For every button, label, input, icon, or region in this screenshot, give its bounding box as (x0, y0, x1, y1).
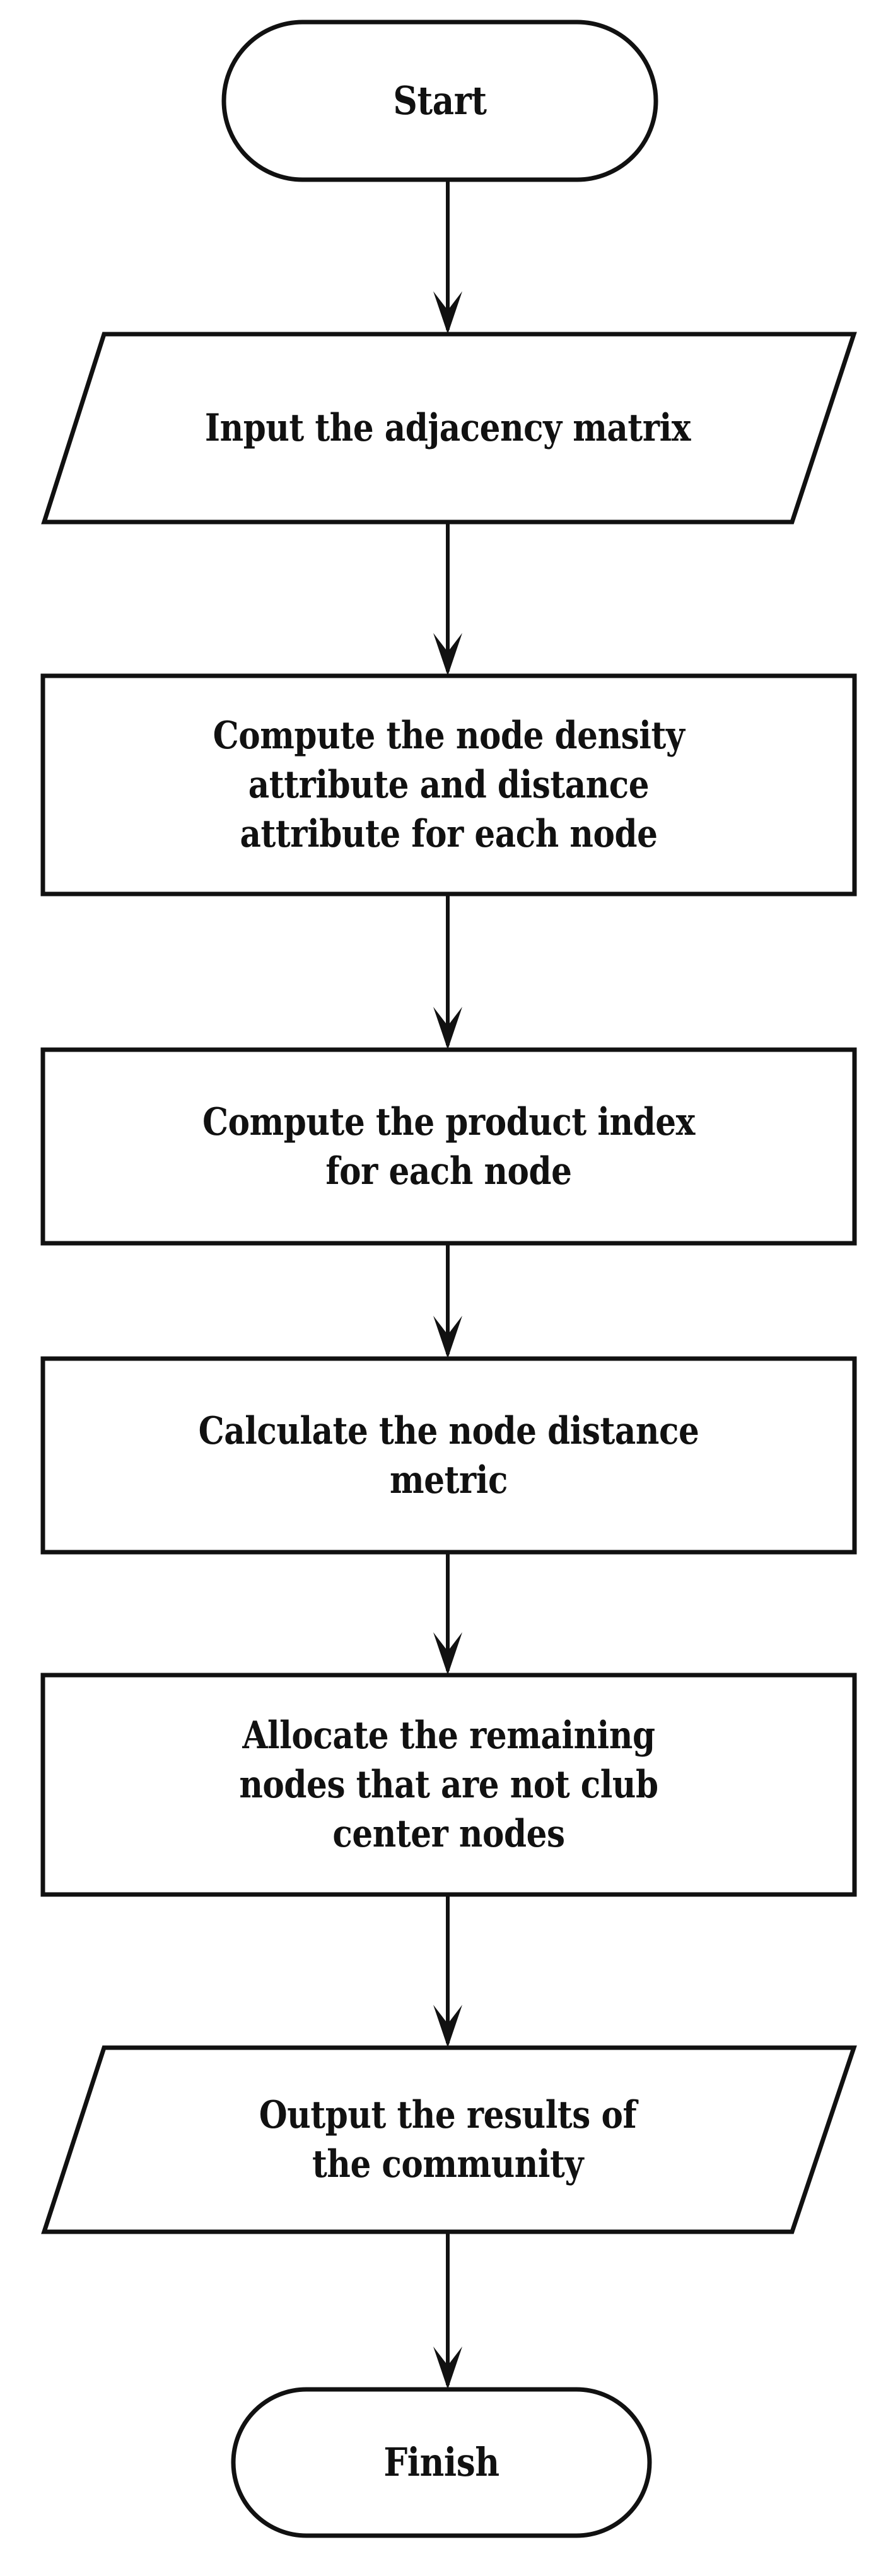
edge-output-to-finish (433, 2232, 462, 2389)
edge-metric-to-allocate (433, 1552, 462, 1675)
allocate-remaining-nodes-shape[interactable] (40, 1673, 857, 1897)
finish-terminator-shape[interactable] (231, 2387, 652, 2538)
input-adjacency-matrix-shape[interactable] (41, 332, 857, 525)
start-terminator-shape[interactable] (221, 20, 658, 182)
calculate-node-distance-metric-shape[interactable] (40, 1356, 857, 1555)
compute-product-index-shape[interactable] (40, 1047, 857, 1246)
edge-start-to-input (433, 180, 462, 334)
compute-density-distance-shape[interactable] (40, 673, 857, 896)
output-community-results-shape[interactable] (41, 2045, 857, 2234)
edge-input-to-density (433, 522, 462, 676)
edge-product-to-metric (433, 1243, 462, 1359)
edge-allocate-to-output (433, 1894, 462, 2048)
edge-density-to-product (433, 894, 462, 1050)
